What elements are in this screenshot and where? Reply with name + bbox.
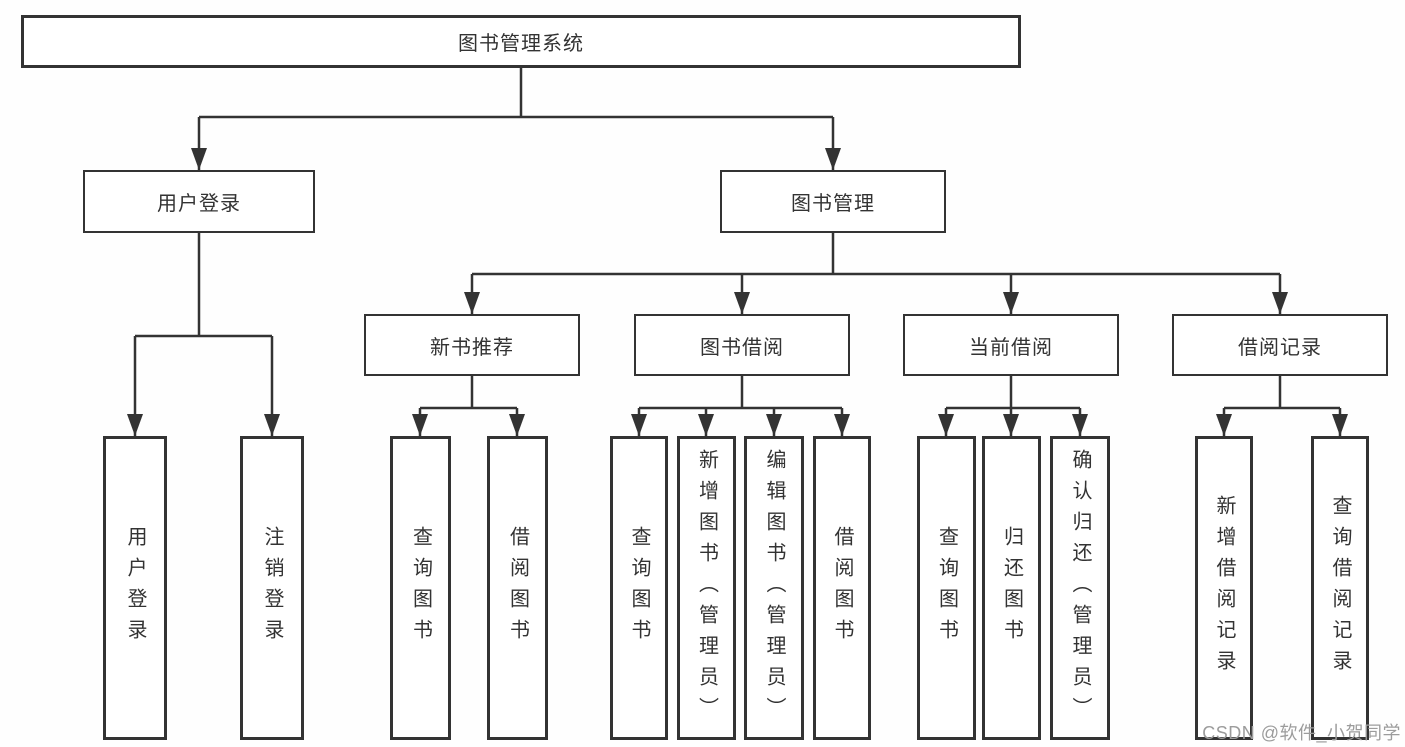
- leaf-query-books-recommend: 查询图书: [390, 436, 451, 740]
- node-user-login: 用户登录: [83, 170, 315, 233]
- leaf-query-books-borrow: 查询图书: [610, 436, 668, 740]
- node-book-borrow: 图书借阅: [634, 314, 850, 376]
- leaf-label: 新增图书（管理员）: [695, 448, 718, 728]
- leaf-edit-books-admin: 编辑图书（管理员）: [744, 436, 804, 740]
- leaf-query-borrow-record: 查询借阅记录: [1311, 436, 1369, 740]
- leaf-label: 新增借阅记录: [1213, 495, 1235, 681]
- leaf-label: 借阅图书: [831, 526, 853, 650]
- leaf-add-borrow-record: 新增借阅记录: [1195, 436, 1253, 740]
- leaf-label: 注销登录: [261, 526, 283, 650]
- node-book-management: 图书管理: [720, 170, 946, 233]
- leaf-label: 确认归还（管理员）: [1069, 448, 1091, 728]
- node-borrow-records: 借阅记录: [1172, 314, 1388, 376]
- leaf-return-books: 归还图书: [982, 436, 1041, 740]
- leaf-label: 查询图书: [409, 526, 432, 650]
- leaf-label: 查询图书: [935, 526, 958, 650]
- leaf-logout: 注销登录: [240, 436, 304, 740]
- leaf-label: 查询图书: [628, 526, 650, 650]
- csdn-watermark: CSDN @软件_小贺同学: [1202, 723, 1401, 743]
- node-new-book-recommend: 新书推荐: [364, 314, 580, 376]
- leaf-label: 查询借阅记录: [1329, 495, 1351, 681]
- leaf-user-login: 用户登录: [103, 436, 167, 740]
- node-root: 图书管理系统: [21, 15, 1021, 68]
- leaf-borrow-books-recommend: 借阅图书: [487, 436, 548, 740]
- leaf-borrow-books: 借阅图书: [813, 436, 871, 740]
- leaf-label: 编辑图书（管理员）: [763, 448, 785, 728]
- leaf-label: 借阅图书: [506, 526, 529, 650]
- leaf-label: 用户登录: [124, 526, 146, 650]
- leaf-label: 归还图书: [1000, 526, 1023, 650]
- leaf-confirm-return-admin: 确认归还（管理员）: [1050, 436, 1110, 740]
- leaf-add-books-admin: 新增图书（管理员）: [677, 436, 736, 740]
- leaf-query-books-current: 查询图书: [917, 436, 976, 740]
- node-current-borrow: 当前借阅: [903, 314, 1119, 376]
